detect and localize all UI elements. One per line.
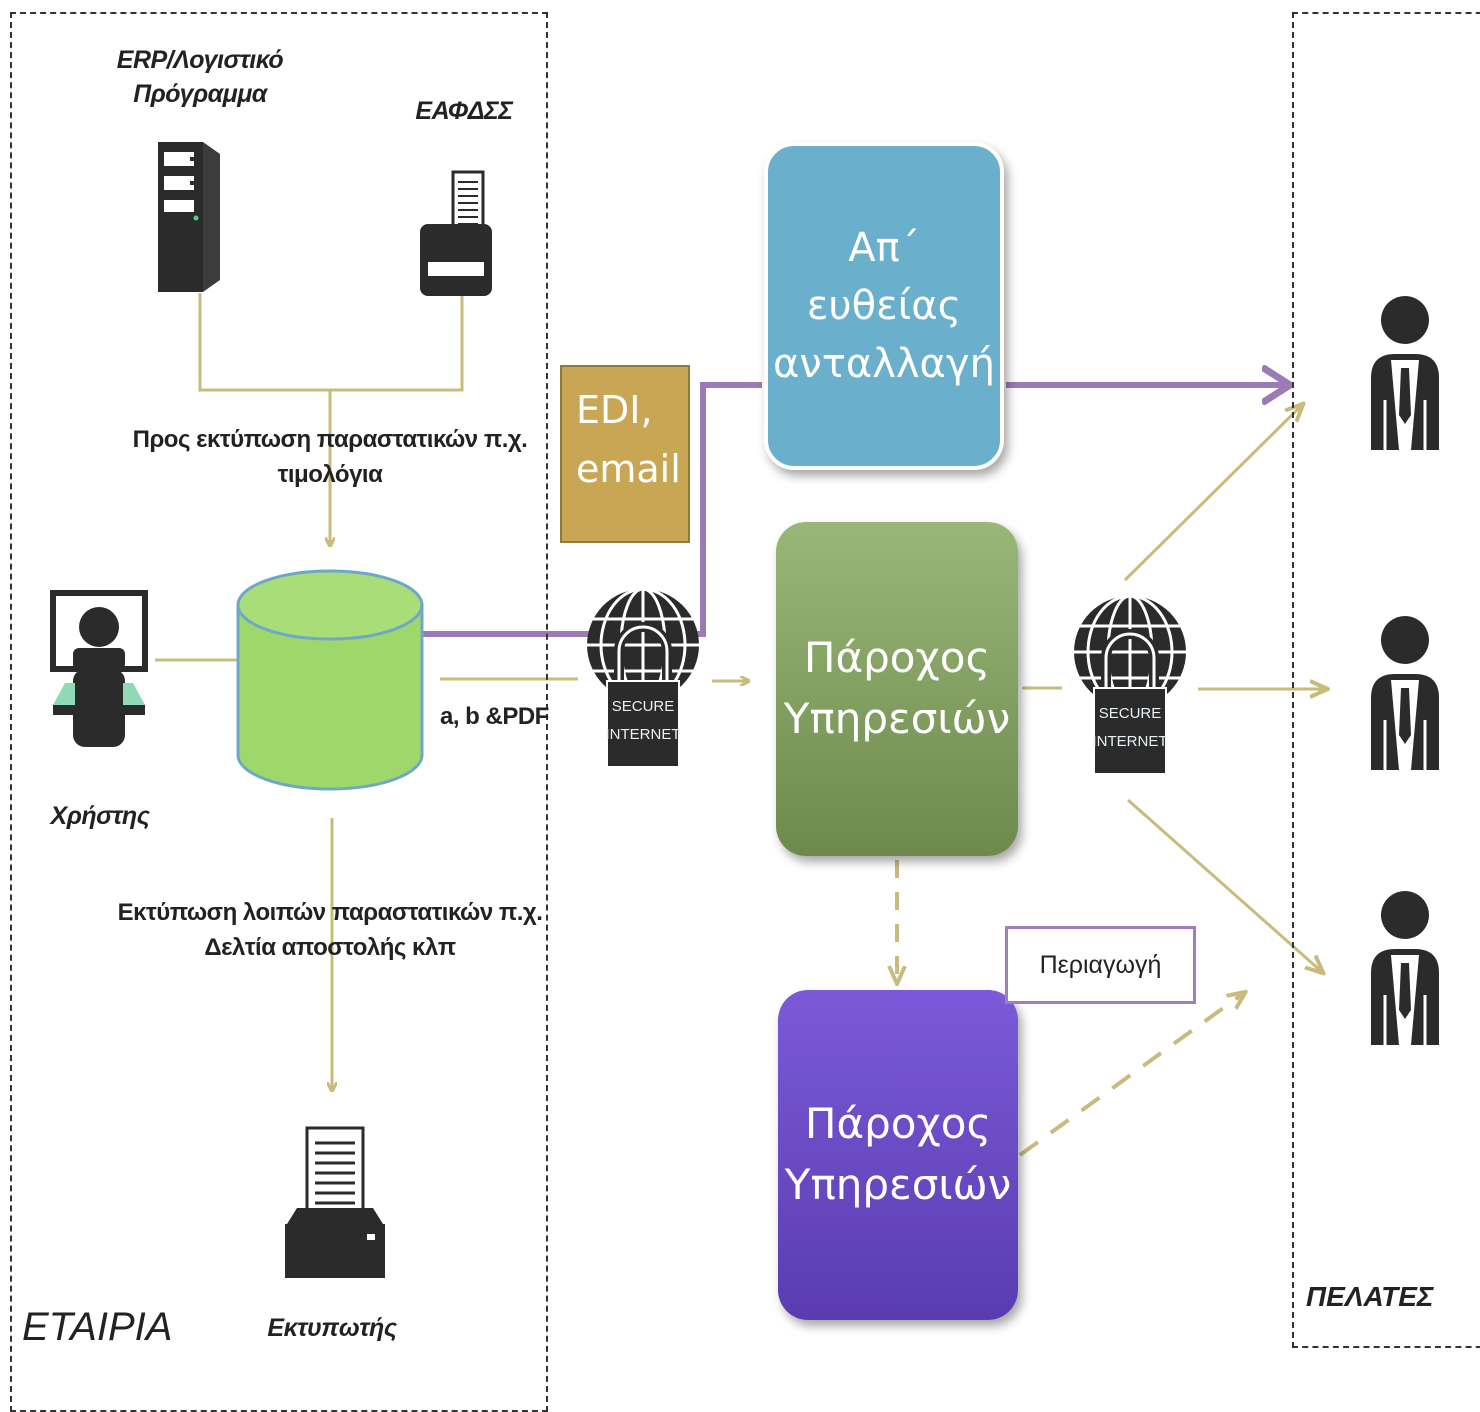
erp-label: ERP/Λογιστικό Πρόγραμμα (116, 46, 284, 108)
edi-direct-path (420, 382, 762, 637)
globe2-customer3-arrow (1127, 798, 1322, 972)
user-label: Χρήστης (50, 802, 150, 830)
secure-label-1-line2: INTERNET (606, 726, 681, 743)
customers-region (1292, 12, 1480, 1348)
customer-icon-1 (1371, 296, 1439, 450)
eafdss-label: ΕΑΦΔΣΣ (415, 97, 513, 125)
database-icon (236, 569, 424, 791)
direct-exchange-box: Απ΄ ευθείας ανταλλαγή (764, 142, 1004, 470)
direct-exchange-label: Απ΄ ευθείας ανταλλαγή (773, 225, 995, 387)
roaming-label: Περιαγωγή (1005, 926, 1196, 1004)
edi-email-box: EDI, email (560, 365, 690, 543)
service-provider-label: Πάροχος Υπηρεσιών (783, 633, 1011, 743)
service-provider-box: Πάροχος Υπηρεσιών (776, 522, 1018, 856)
roaming-provider-label: Πάροχος Υπηρεσιών (784, 1099, 1012, 1209)
printer-label: Εκτυπωτής (267, 1314, 397, 1342)
fiscal-device-icon (420, 170, 492, 296)
customer-icon-3 (1371, 891, 1439, 1045)
user-computer-icon (50, 590, 148, 747)
customers-region-label: ΠΕΛΑΤΕΣ (1306, 1281, 1434, 1312)
secure-label-2-line2: INTERNET (1093, 733, 1168, 750)
erp-eafdss-bracket (198, 293, 464, 545)
secure-internet-icon-2 (1074, 594, 1186, 775)
secure-label-2-line1: SECURE (1099, 705, 1162, 722)
globe2-customer1-arrow (1123, 405, 1302, 582)
print-invoices-note: Προς εκτύπωση παραστατικών π.χ. τιμολόγι… (132, 426, 528, 488)
server-icon (158, 142, 220, 292)
provider2-roaming-arrow (1018, 993, 1244, 1157)
abpdf-label: a, b &PDF (440, 703, 549, 730)
secure-internet-icon-1 (587, 587, 699, 768)
company-region-label: ΕΤΑΙΡΙΑ (22, 1305, 173, 1349)
printer-icon (285, 1126, 385, 1278)
customer-icon-2 (1371, 616, 1439, 770)
secure-label-1-line1: SECURE (612, 698, 675, 715)
print-other-note: Εκτύπωση λοιπών παραστατικών π.χ. Δελτία… (117, 899, 543, 961)
roaming-provider-box: Πάροχος Υπηρεσιών (778, 990, 1018, 1320)
